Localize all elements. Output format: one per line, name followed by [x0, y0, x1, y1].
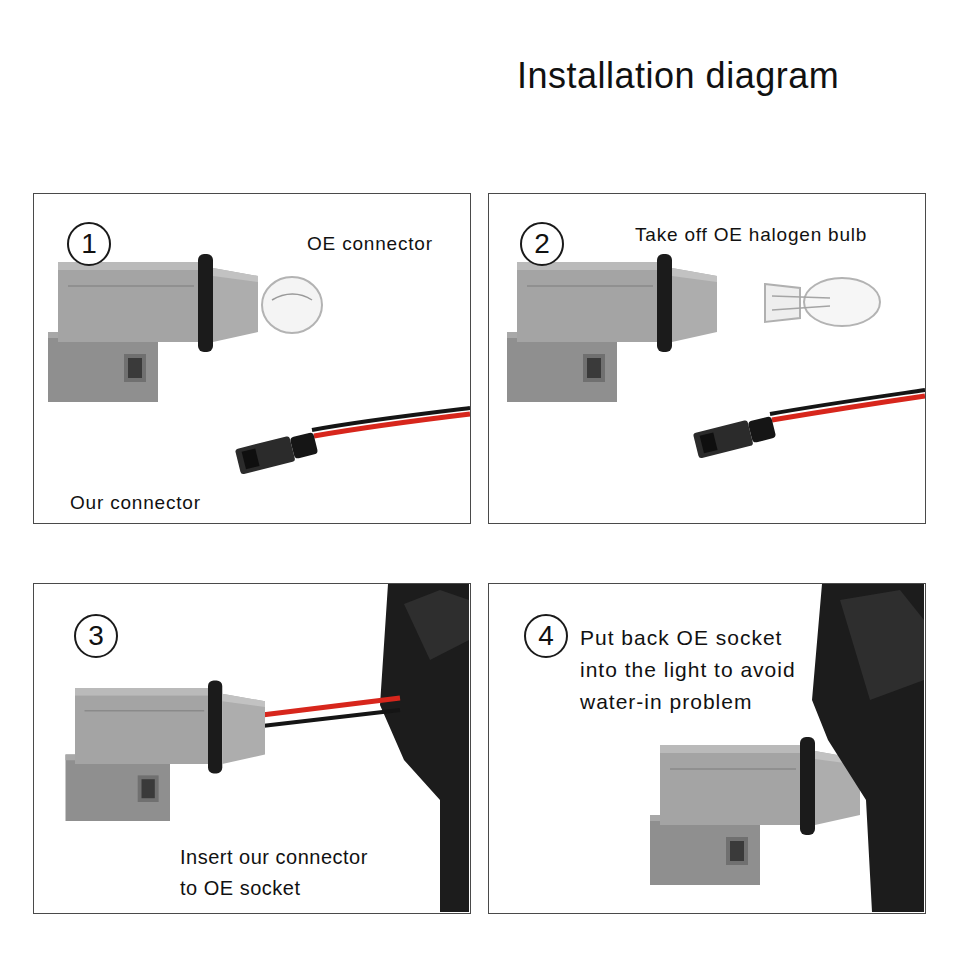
led-plug — [235, 430, 319, 475]
step-text: Put back OE socket into the light to avo… — [580, 622, 805, 718]
part-label: OE connector — [307, 231, 477, 257]
step-number: 3 — [74, 614, 118, 658]
step-number: 4 — [524, 614, 568, 658]
step-number: 2 — [520, 222, 564, 266]
black-wire — [312, 408, 470, 430]
oe-socket — [48, 254, 258, 402]
callout-number: 1 — [69, 224, 109, 264]
oe-socket — [66, 680, 266, 821]
part-label: Our connector — [70, 490, 270, 516]
led-plug — [693, 414, 777, 459]
oe-socket — [650, 737, 860, 885]
lamp-housing — [812, 584, 924, 912]
black-wire — [262, 710, 400, 726]
step-text: Insert our connector to OE socket — [180, 842, 380, 904]
halogen-bulb — [765, 278, 880, 326]
step-panel: Put back OE socket into the light to avo… — [488, 583, 926, 914]
step-text: Take off OE halogen bulb — [635, 222, 925, 248]
step-panel: OE connectorOur connector1 — [33, 193, 471, 524]
step-panel: Take off OE halogen bulb 2 — [488, 193, 926, 524]
callout-number: 3 — [76, 616, 116, 656]
diagram-title: Installation diagram — [517, 55, 839, 97]
callout-number: 2 — [522, 224, 562, 264]
black-wire — [770, 390, 925, 414]
step-number: 1 — [67, 222, 111, 266]
halogen-bulb — [262, 277, 322, 333]
callout-number: 4 — [526, 616, 566, 656]
oe-socket — [507, 254, 717, 402]
step-panel: Insert our connector to OE socket 3 — [33, 583, 471, 914]
lamp-housing — [380, 584, 469, 912]
